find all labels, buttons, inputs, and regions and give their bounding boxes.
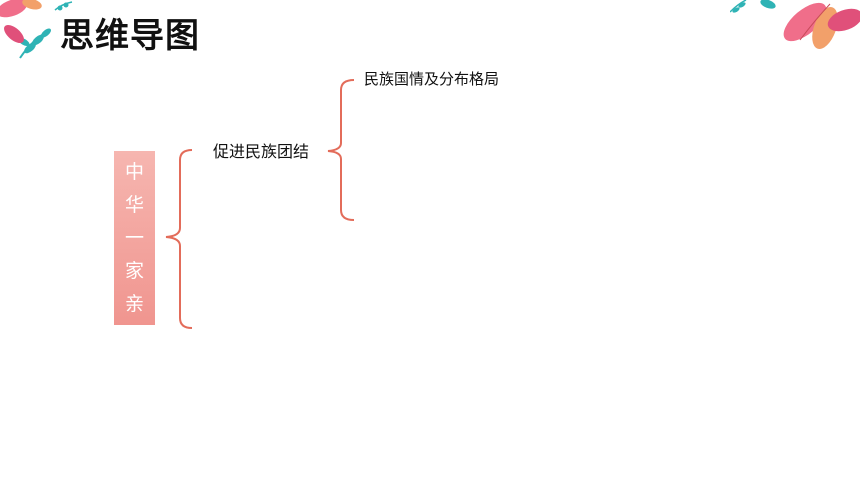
root-bracket: [165, 149, 193, 329]
root-char: 亲: [124, 293, 144, 316]
root-char: 华: [124, 193, 144, 216]
branch-bracket: [327, 79, 355, 221]
leaf-node-label: 民族国情及分布格局: [364, 70, 500, 88]
root-char: 一: [124, 226, 144, 249]
mind-map-root-node: 中 华 一 家 亲: [114, 151, 155, 325]
page-title: 思维导图: [60, 16, 200, 56]
root-char: 家: [124, 260, 144, 283]
root-char: 中: [124, 160, 144, 183]
branch-node-label: 促进民族团结: [213, 142, 310, 161]
